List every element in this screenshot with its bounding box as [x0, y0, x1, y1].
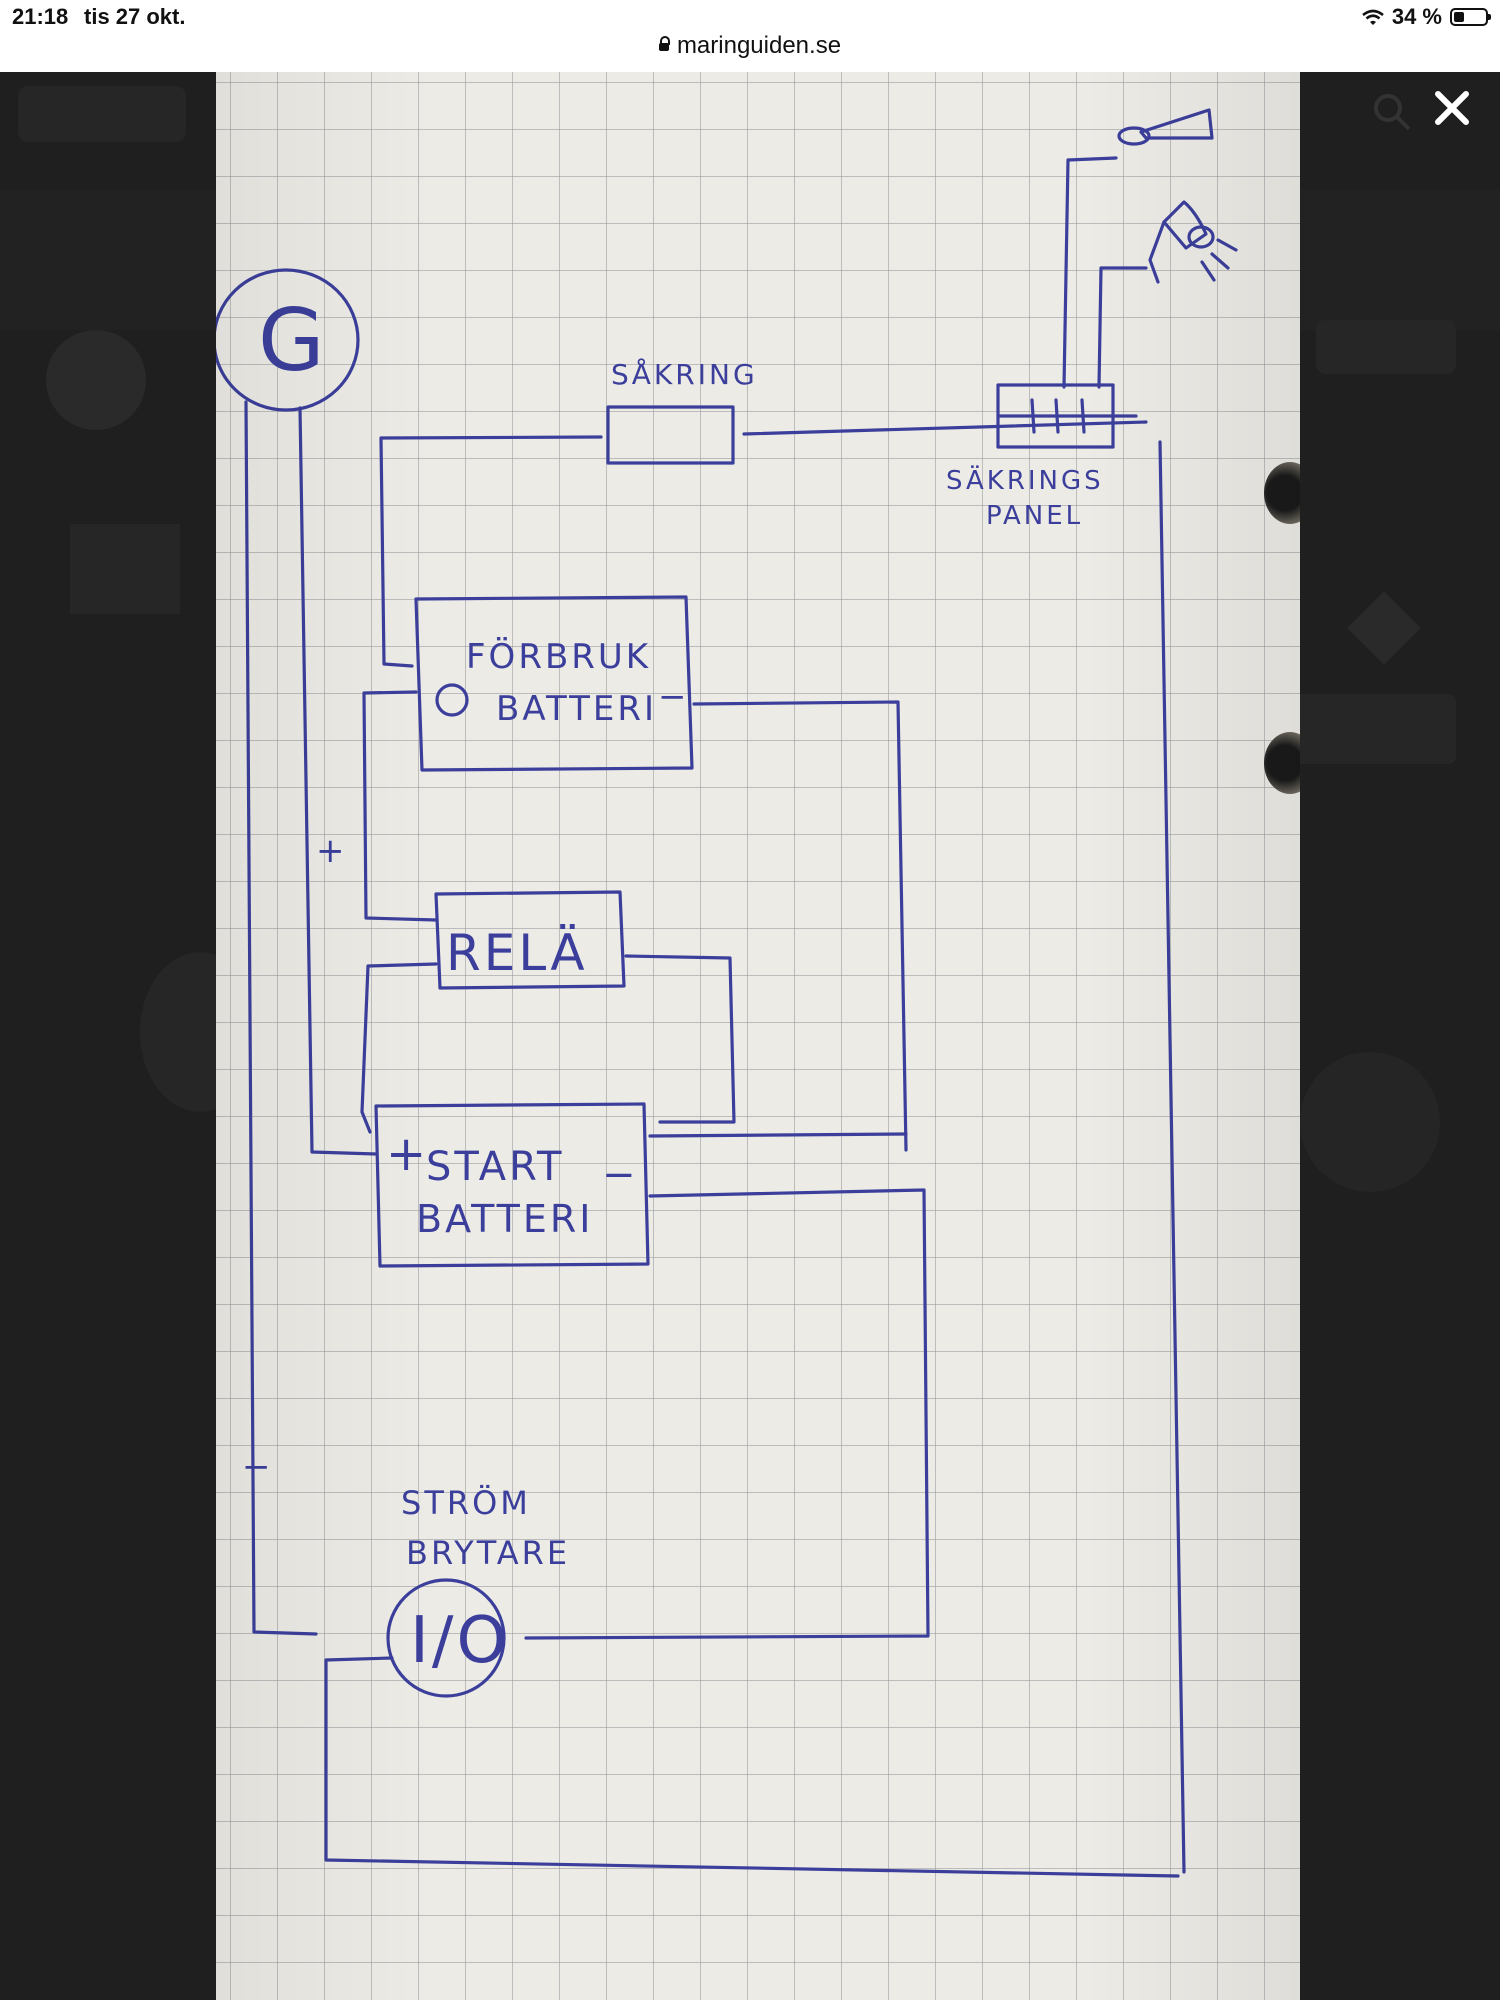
search-icon: [1372, 92, 1412, 132]
switch-symbol-label: I/O: [410, 1604, 510, 1678]
fuse-panel-label-line1: SÄKRINGS: [946, 464, 1104, 496]
fuse-label: SÅKRING: [611, 357, 758, 391]
generator-label: G: [258, 291, 328, 391]
battery-icon: [1450, 8, 1491, 26]
wiring-diagram-photo[interactable]: G SÅKRING SÄKRINGS PANEL FÖRBRUK BATTERI…: [216, 72, 1300, 2000]
punch-hole-top: [1264, 462, 1300, 524]
relay-label: RELÄ: [446, 924, 588, 982]
start-plus-label: +: [386, 1126, 429, 1182]
background-toggle: [1316, 320, 1456, 374]
consumer-battery-symbol: [414, 595, 694, 772]
ground-minus-label: −: [242, 1447, 274, 1487]
consumer-minus-label: −: [658, 677, 690, 717]
lock-icon: [658, 36, 670, 51]
punch-hole-bottom: [1264, 732, 1300, 794]
switch-label-line2: BRYTARE: [406, 1534, 570, 1572]
main-switch-symbol: [386, 1578, 506, 1698]
status-time: 21:18: [12, 4, 69, 29]
start-battery-label-line1: START: [426, 1144, 564, 1190]
consumer-battery-label-line2: BATTERI: [496, 689, 657, 729]
fuse-symbol: [606, 405, 735, 465]
address-bar[interactable]: maringuiden.se: [0, 32, 1500, 60]
close-button[interactable]: [1430, 86, 1474, 130]
lamp-symbol: [1162, 200, 1208, 250]
fuse-panel-label-line2: PANEL: [986, 501, 1083, 531]
start-battery-label-line2: BATTERI: [416, 1197, 594, 1241]
status-bar: 21:18 tis 27 okt. maringuiden.se 34 %: [0, 0, 1500, 72]
url-text: maringuiden.se: [676, 32, 842, 59]
switch-label-line1: STRÖM: [401, 1484, 531, 1522]
background-diamond-icon: [1347, 591, 1421, 665]
start-minus-label: −: [602, 1152, 639, 1198]
avatar: [46, 330, 146, 430]
battery-percent: 34 %: [1391, 4, 1442, 29]
start-battery-symbol: [374, 1102, 650, 1268]
relay-symbol: [434, 890, 626, 990]
plus-label: +: [316, 831, 348, 871]
generator-symbol: [216, 268, 360, 412]
close-icon: [1435, 91, 1469, 125]
horn-symbol: [1139, 108, 1214, 140]
wifi-icon: [1362, 9, 1384, 25]
background-avatar-3: [1300, 1052, 1440, 1192]
status-date: tis 27 okt.: [84, 4, 186, 29]
status-right: 34 %: [1362, 4, 1491, 30]
wiring-sketch: G SÅKRING SÄKRINGS PANEL FÖRBRUK BATTERI…: [216, 108, 1238, 1878]
consumer-battery-label-line1: FÖRBRUK: [466, 636, 651, 677]
background-menu-button: [18, 86, 186, 142]
background-image: [70, 524, 180, 614]
